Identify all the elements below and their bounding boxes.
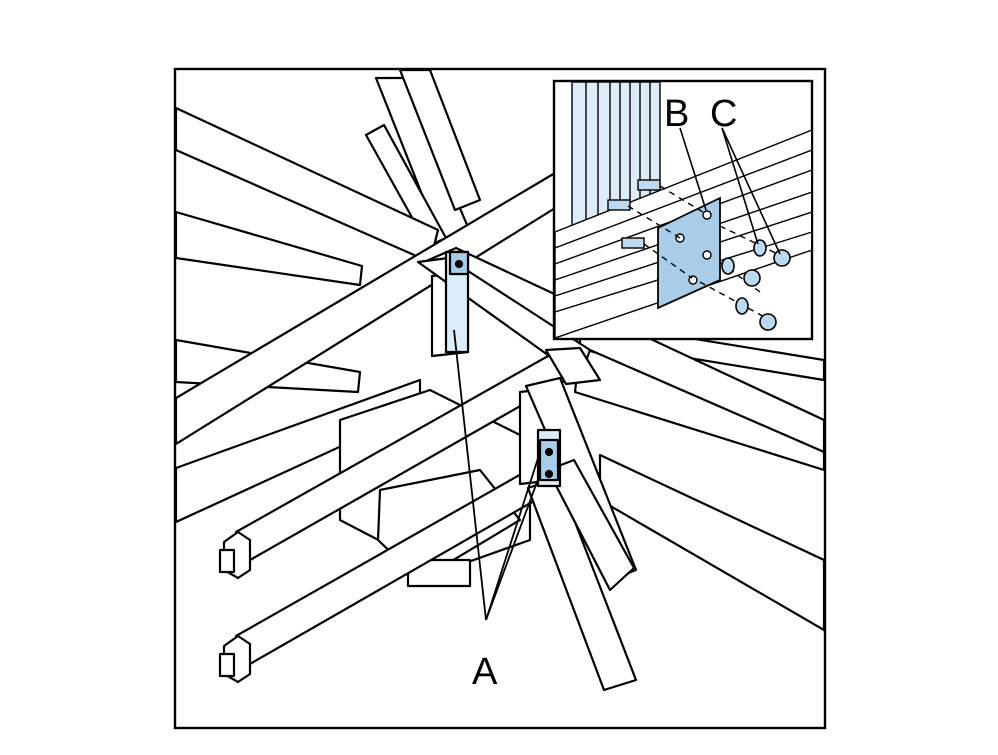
plate-bolt-1 [454,259,464,269]
beam-end-cap-upper [218,530,252,580]
inset-detail: B C [552,79,814,341]
stud-2 [607,199,631,211]
mounting-plate [657,196,721,310]
plate-bracket-right [538,438,560,482]
figure-border [173,67,827,730]
callout-a [453,329,541,621]
frame-illustration [176,70,824,692]
label-b: B [664,93,689,135]
stud-3 [621,237,645,249]
label-a: A [472,651,498,693]
back-beam-3 [398,70,482,212]
right-lower-beam [598,453,824,632]
x-member-5 [544,346,602,386]
x-member-4 [546,458,636,592]
plate-bolt-2 [544,447,554,457]
hardware-set [721,239,791,331]
stud-1 [637,179,661,191]
beam-end-cap-lower [218,634,252,684]
plate-bolt-3 [544,469,554,479]
label-c: C [710,93,737,135]
left-diagonal-beam-2 [176,210,364,287]
callout-b-c [679,127,781,255]
